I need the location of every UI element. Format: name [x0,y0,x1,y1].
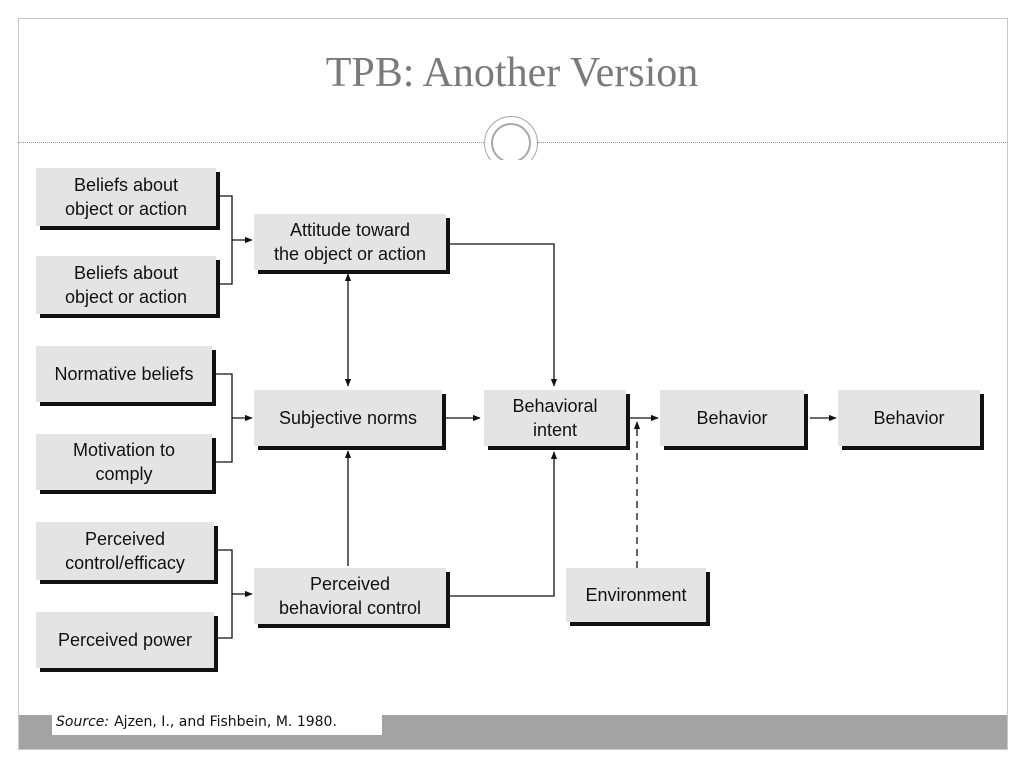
box-motivation-to-comply: Motivation to comply [36,434,212,490]
box-behavior-1: Behavior [660,390,804,446]
bracket-normative [216,373,233,463]
slide-title: TPB: Another Version [325,50,699,96]
source-label: Source: [56,714,110,730]
box-perceived-power: Perceived power [36,612,214,668]
source-citation: Source: Ajzen, I., and Fishbein, M. 1980… [52,709,382,735]
box-attitude: Attitude toward the object or action [254,214,446,270]
source-text: Ajzen, I., and Fishbein, M. 1980. [114,714,337,730]
box-behavior-2: Behavior [838,390,980,446]
title-divider-left [18,142,484,143]
bracket-beliefs [220,195,233,285]
box-normative-beliefs: Normative beliefs [36,346,212,402]
title-divider-right [538,142,1008,143]
box-beliefs-2: Beliefs about object or action [36,256,216,314]
arrow-attitude-to-intent [450,243,558,387]
arrow-pbc-to-intent [450,451,558,597]
box-beliefs-1: Beliefs about object or action [36,168,216,226]
box-perceived-behavioral-control: Perceived behavioral control [254,568,446,624]
box-perceived-control-efficacy: Perceived control/efficacy [36,522,214,580]
box-subjective-norms: Subjective norms [254,390,442,446]
box-behavioral-intent: Behavioral intent [484,390,626,446]
bracket-control [218,549,233,639]
box-environment: Environment [566,568,706,622]
